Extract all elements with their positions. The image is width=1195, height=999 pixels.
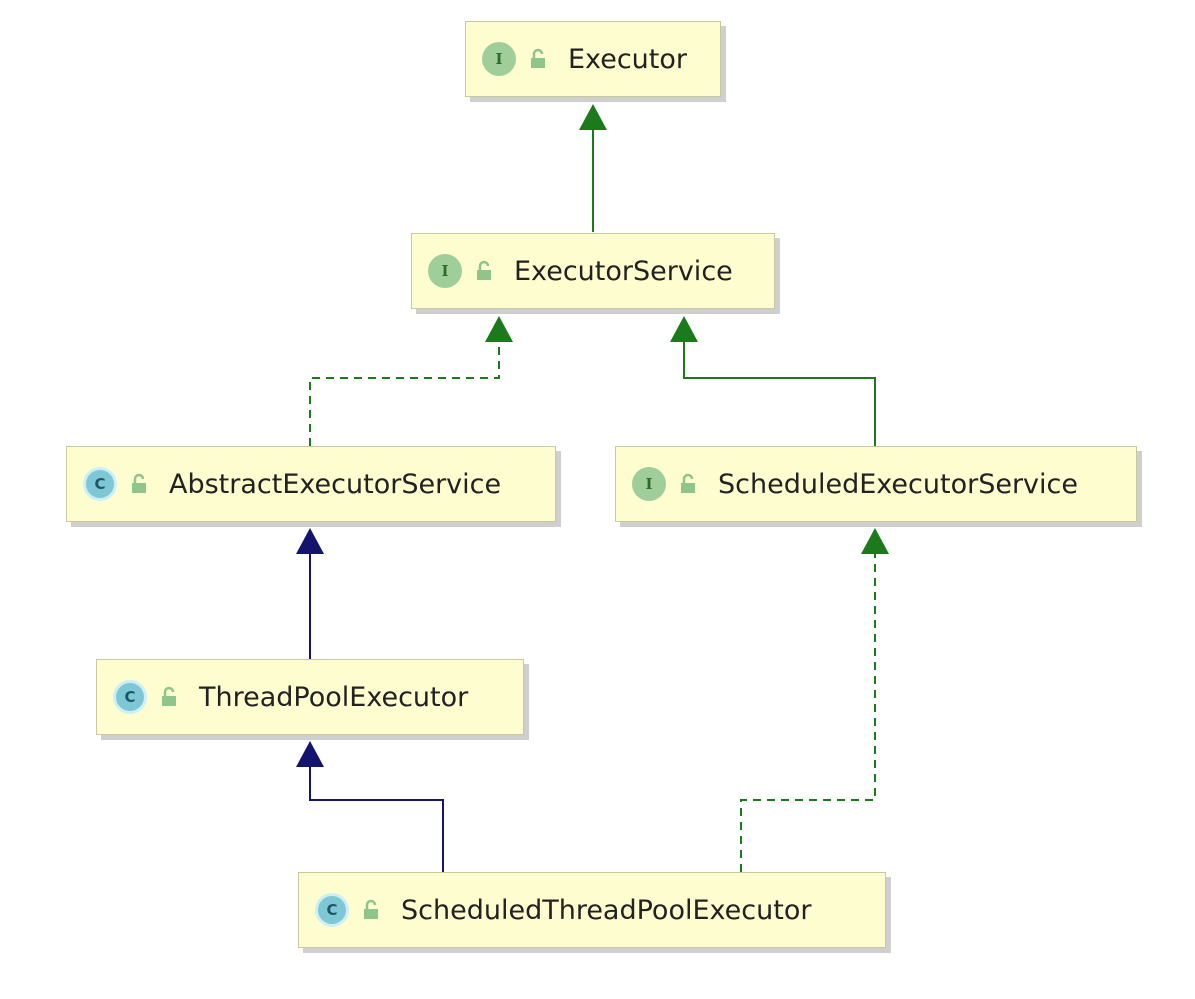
- unlocked-padlock-icon: [681, 473, 695, 493]
- class-icon: C: [315, 893, 349, 927]
- edge-scheduledthreadpoolexecutor-to-threadpoolexecutor: [296, 741, 444, 872]
- node-label: ExecutorService: [514, 255, 733, 287]
- edge-scheduledthreadpoolexecutor-to-scheduledexecutorservice: [740, 528, 889, 872]
- edge-abstractexecutorservice-to-executorservice: [309, 316, 513, 446]
- interface-icon: I: [428, 254, 462, 288]
- node-label: ThreadPoolExecutor: [199, 681, 469, 713]
- unlocked-padlock-icon: [531, 48, 545, 68]
- node-executorservice[interactable]: I ExecutorService: [411, 233, 775, 309]
- node-abstractexecutorservice[interactable]: C AbstractExecutorService: [66, 446, 556, 522]
- node-label: Executor: [568, 43, 687, 75]
- node-label: AbstractExecutorService: [169, 468, 502, 500]
- unlocked-padlock-icon: [132, 473, 146, 493]
- interface-icon: I: [632, 467, 666, 501]
- unlocked-padlock-icon: [162, 686, 176, 706]
- abstract-class-icon: C: [83, 467, 117, 501]
- node-label: ScheduledThreadPoolExecutor: [401, 894, 812, 926]
- edge-executorservice-to-executor: [579, 104, 607, 232]
- class-icon: C: [113, 680, 147, 714]
- unlocked-padlock-icon: [364, 899, 378, 919]
- edge-threadpoolexecutor-to-abstractexecutorservice: [296, 528, 324, 659]
- node-scheduledexecutorservice[interactable]: I ScheduledExecutorService: [615, 446, 1137, 522]
- node-executor[interactable]: I Executor: [465, 21, 721, 97]
- edge-scheduledexecutorservice-to-executorservice: [670, 316, 876, 446]
- interface-icon: I: [482, 42, 516, 76]
- node-threadpoolexecutor[interactable]: C ThreadPoolExecutor: [96, 659, 524, 735]
- node-scheduledthreadpoolexecutor[interactable]: C ScheduledThreadPoolExecutor: [298, 872, 886, 948]
- unlocked-padlock-icon: [477, 260, 491, 280]
- node-label: ScheduledExecutorService: [718, 468, 1078, 500]
